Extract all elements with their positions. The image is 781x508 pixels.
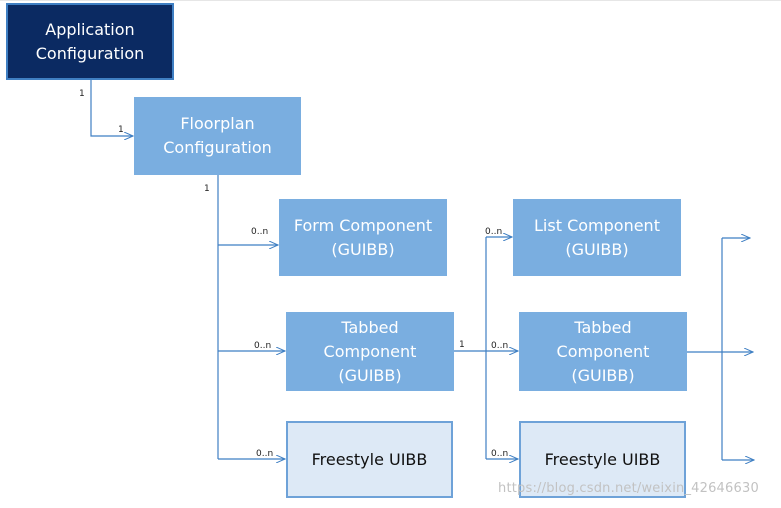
mult-freestyle2-target: 0..n bbox=[491, 449, 509, 459]
mult-tabbed2-target: 0..n bbox=[491, 341, 509, 351]
edge-app-to-floorplan bbox=[90, 80, 133, 136]
freestyle-uibb-node-2: Freestyle UIBB bbox=[519, 421, 686, 498]
mult-tabbed1-source: 1 bbox=[459, 340, 465, 350]
mult-app-source: 1 bbox=[79, 89, 85, 99]
floorplan-configuration-node: Floorplan Configuration bbox=[134, 97, 301, 175]
mult-list-target: 0..n bbox=[485, 227, 503, 237]
application-configuration-node: Application Configuration bbox=[6, 3, 174, 80]
mult-floorplan-target: 1 bbox=[118, 125, 124, 135]
tabbed-component-node: Tabbed Component (GUIBB) bbox=[286, 312, 454, 391]
top-divider bbox=[0, 0, 781, 1]
mult-tabbed1-target: 0..n bbox=[254, 341, 272, 351]
mult-floorplan-source: 1 bbox=[204, 184, 210, 194]
watermark-text: https://blog.csdn.net/weixin_42646630 bbox=[498, 481, 759, 496]
mult-form-target: 0..n bbox=[251, 227, 269, 237]
mult-freestyle1-target: 0..n bbox=[256, 449, 274, 459]
freestyle-uibb-node: Freestyle UIBB bbox=[286, 421, 453, 498]
list-component-node: List Component (GUIBB) bbox=[513, 199, 681, 276]
tabbed-component-node-2: Tabbed Component (GUIBB) bbox=[519, 312, 687, 391]
form-component-node: Form Component (GUIBB) bbox=[279, 199, 447, 276]
